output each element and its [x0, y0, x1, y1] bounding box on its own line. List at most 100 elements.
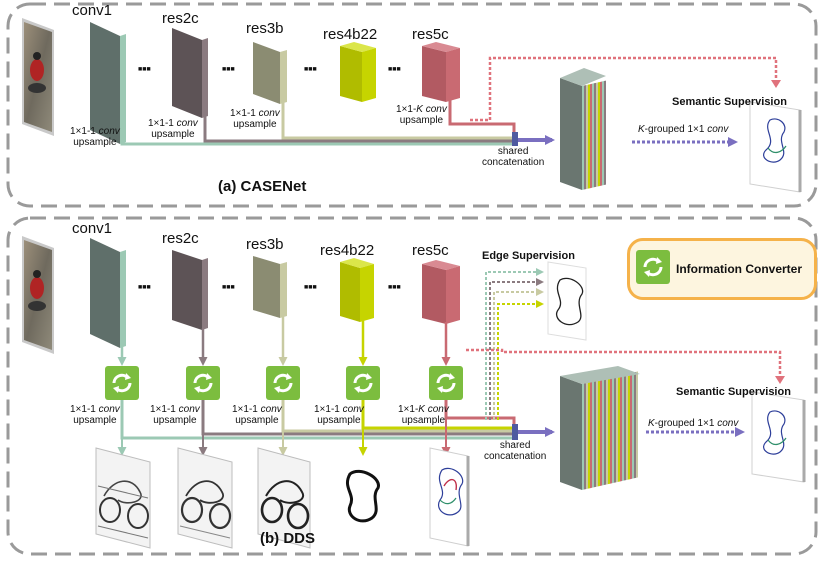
- ellipsis-b-2: ■■■: [222, 284, 235, 291]
- stack-slice: [630, 372, 632, 480]
- feature-stack-b: [560, 366, 640, 490]
- layer-label-res2c-b: res2c: [162, 230, 199, 247]
- layer-label-res5c-a: res5c: [412, 26, 449, 43]
- block-conv1-b: [90, 238, 126, 348]
- stack-slice: [586, 382, 588, 490]
- stack-slice: [594, 380, 596, 488]
- stack-slice: [632, 372, 634, 479]
- stack-slice: [616, 375, 618, 483]
- line-res2c-a: [203, 114, 516, 143]
- ellipsis-a-2: ■■■: [222, 66, 235, 73]
- block-res2c-a: [172, 28, 208, 118]
- stack-slice: [624, 374, 626, 481]
- panel-b-title: (b) DDS: [260, 530, 315, 547]
- stack-slice: [608, 377, 610, 485]
- layer-label-res5c-b: res5c: [412, 242, 449, 259]
- input-image-a: [22, 18, 54, 136]
- stack-slice: [594, 82, 596, 188]
- layer-label-res4b22-a: res4b22: [323, 26, 378, 43]
- block-res4b22-a: [340, 42, 376, 102]
- feature-stack-a: [560, 68, 606, 190]
- block-res3b-a: [253, 42, 287, 104]
- stack-slice: [590, 381, 592, 489]
- ellipsis-a-1: ■■■: [138, 66, 151, 73]
- ellipsis-b-3: ■■■: [304, 284, 317, 291]
- legend-label: Information Converter: [676, 262, 803, 276]
- stack-slice: [588, 382, 590, 489]
- stack-slice: [590, 83, 592, 189]
- stack-slice: [588, 84, 590, 189]
- panel-a-title: (a) CASENet: [218, 178, 307, 195]
- line-conv1-a: [120, 120, 516, 146]
- stack-slice: [598, 379, 600, 487]
- stack-slice: [622, 374, 624, 481]
- edge-supervision-label: Edge Supervision: [482, 250, 575, 262]
- stack-slice: [620, 375, 622, 482]
- layer-label-res3b-a: res3b: [246, 20, 284, 37]
- semantic-output-a: [749, 101, 802, 193]
- stack-slice: [604, 378, 606, 486]
- stack-slice: [604, 80, 606, 186]
- info-converter-icon-res5c: [429, 366, 463, 400]
- stack-slice: [636, 371, 638, 478]
- line-res5c-b: [444, 400, 516, 426]
- block-res5c-b: [422, 260, 460, 324]
- stack-slice: [584, 85, 586, 190]
- stack-slice: [596, 380, 598, 487]
- block-conv1-a: [90, 22, 126, 144]
- stack-slice: [600, 81, 602, 186]
- stack-slice: [582, 383, 584, 490]
- edge-map-res3b: [257, 447, 311, 549]
- block-res3b-b: [253, 256, 287, 318]
- layer-label-res3b-b: res3b: [246, 236, 284, 253]
- layer-label-conv1-a: conv1: [72, 2, 113, 19]
- shared-concat-node-b: [512, 424, 518, 440]
- ellipsis-b-4: ■■■: [388, 284, 401, 291]
- info-converter-icon-res2c: [186, 366, 220, 400]
- layer-label-res2c-a: res2c: [162, 10, 199, 27]
- edge-map-res5c: [429, 447, 470, 547]
- stack-slice: [592, 381, 594, 488]
- info-converter-icon-conv1: [105, 366, 139, 400]
- semantic-output-b: [751, 391, 806, 483]
- stack-slice: [602, 81, 604, 186]
- stack-slice: [598, 81, 600, 187]
- stack-slice: [596, 82, 598, 187]
- block-res2c-b: [172, 250, 208, 330]
- shared-concat-node-a: [512, 132, 518, 146]
- stack-slice: [592, 83, 594, 188]
- edge-map-res2c: [177, 447, 233, 549]
- stack-slice: [610, 377, 612, 484]
- edge-map-res4b22: [345, 469, 380, 523]
- info-converter-icon-res3b: [266, 366, 300, 400]
- edge-supervision-dotted-lines: [466, 268, 785, 420]
- stack-slice: [586, 84, 588, 190]
- stack-slice: [618, 375, 620, 482]
- stack-slice: [606, 378, 608, 485]
- edge-supervision-image: [547, 261, 587, 341]
- stack-slice: [602, 379, 604, 486]
- input-image-b: [22, 236, 54, 354]
- stack-slice: [584, 383, 586, 490]
- info-converter-icon-res4b22: [346, 366, 380, 400]
- line-res5c-a: [448, 98, 516, 136]
- semantic-supervision-label-b: Semantic Supervision: [676, 386, 791, 398]
- stack-slice: [582, 85, 584, 190]
- block-res5c-a: [422, 42, 460, 102]
- stack-slice: [626, 373, 628, 481]
- edge-map-conv1: [95, 447, 151, 549]
- stack-slice: [614, 376, 616, 483]
- legend-converter-icon: [636, 250, 670, 284]
